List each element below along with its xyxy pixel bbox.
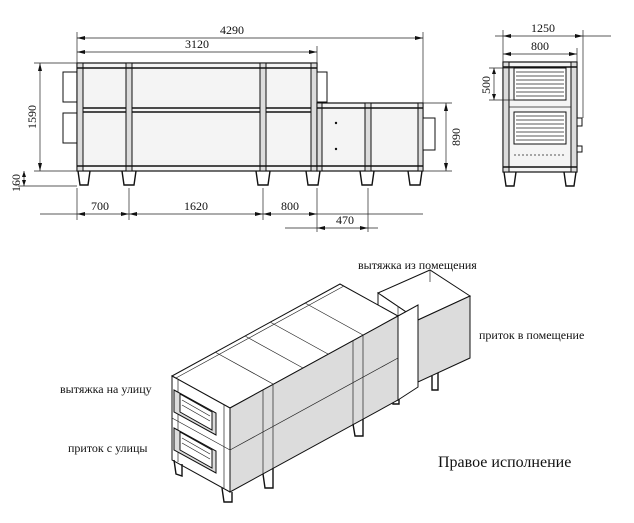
dim-side-width: 1250: [531, 21, 555, 35]
dim-seg-700: 700: [91, 199, 109, 213]
dim-height-main: 1590: [25, 105, 39, 129]
label-exhaust-from-room: вытяжка из помещения: [358, 258, 477, 272]
dim-leg-height: 160: [9, 174, 23, 192]
dim-height-small: 890: [449, 128, 463, 146]
dim-seg-470: 470: [336, 213, 354, 227]
dim-main-length: 3120: [185, 37, 209, 51]
label-supply-to-room: приток в помещение: [479, 328, 584, 342]
dim-seg-1620: 1620: [184, 199, 208, 213]
dim-total-length: 4290: [220, 23, 244, 37]
dim-seg-800: 800: [281, 199, 299, 213]
dim-side-inner: 800: [531, 39, 549, 53]
label-exhaust-outside: вытяжка на улицу: [60, 382, 152, 396]
label-supply-from-outside: приток с улицы: [68, 441, 147, 455]
isometric-view: [170, 269, 472, 503]
side-view: 1250 800 500: [479, 21, 611, 187]
upper-grille: [516, 71, 564, 97]
front-view: 4290 3120 1590 160 700 1620: [9, 23, 463, 232]
dim-side-height: 500: [479, 76, 493, 94]
lower-grille: [516, 115, 564, 141]
drawing-title: Правое исполнение: [438, 454, 571, 471]
